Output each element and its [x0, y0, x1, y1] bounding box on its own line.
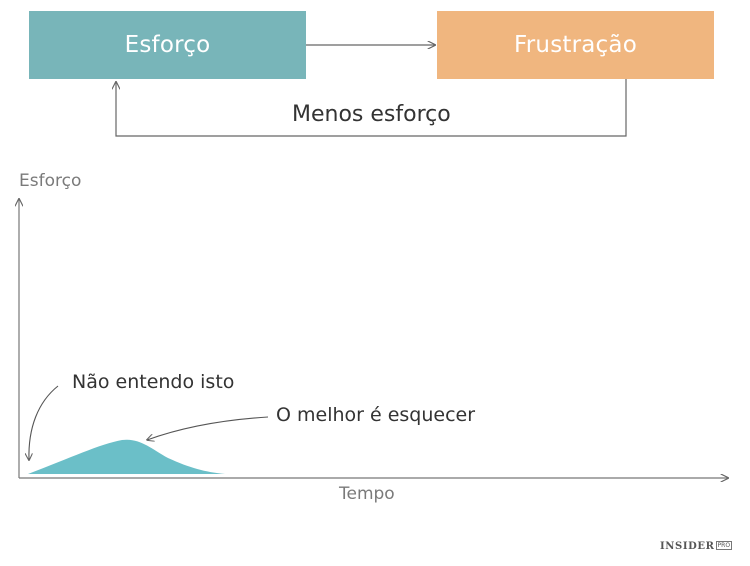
- feedback-loop-arrow: [116, 79, 627, 137]
- loop-label: Menos esforço: [292, 102, 451, 127]
- x-axis-label: Tempo: [339, 484, 395, 504]
- annotation-better-forget: O melhor é esquecer: [276, 404, 476, 426]
- annotation-dont-understand: Não entendo isto: [72, 371, 235, 393]
- effort-box: Esforço: [29, 11, 306, 79]
- y-axis-label: Esforço: [19, 171, 82, 191]
- insider-pro-logo: INSIDER PRO: [660, 541, 733, 552]
- logo-main-text: INSIDER: [660, 541, 715, 552]
- effort-box-label: Esforço: [124, 32, 211, 58]
- frustration-box-label: Frustração: [514, 32, 637, 58]
- logo-sub-text: PRO: [715, 541, 733, 550]
- effort-curve-area: [28, 439, 225, 474]
- annotation-arrow-1: [29, 385, 59, 460]
- frustration-box: Frustração: [437, 11, 714, 79]
- annotation-arrow-2: [147, 416, 269, 440]
